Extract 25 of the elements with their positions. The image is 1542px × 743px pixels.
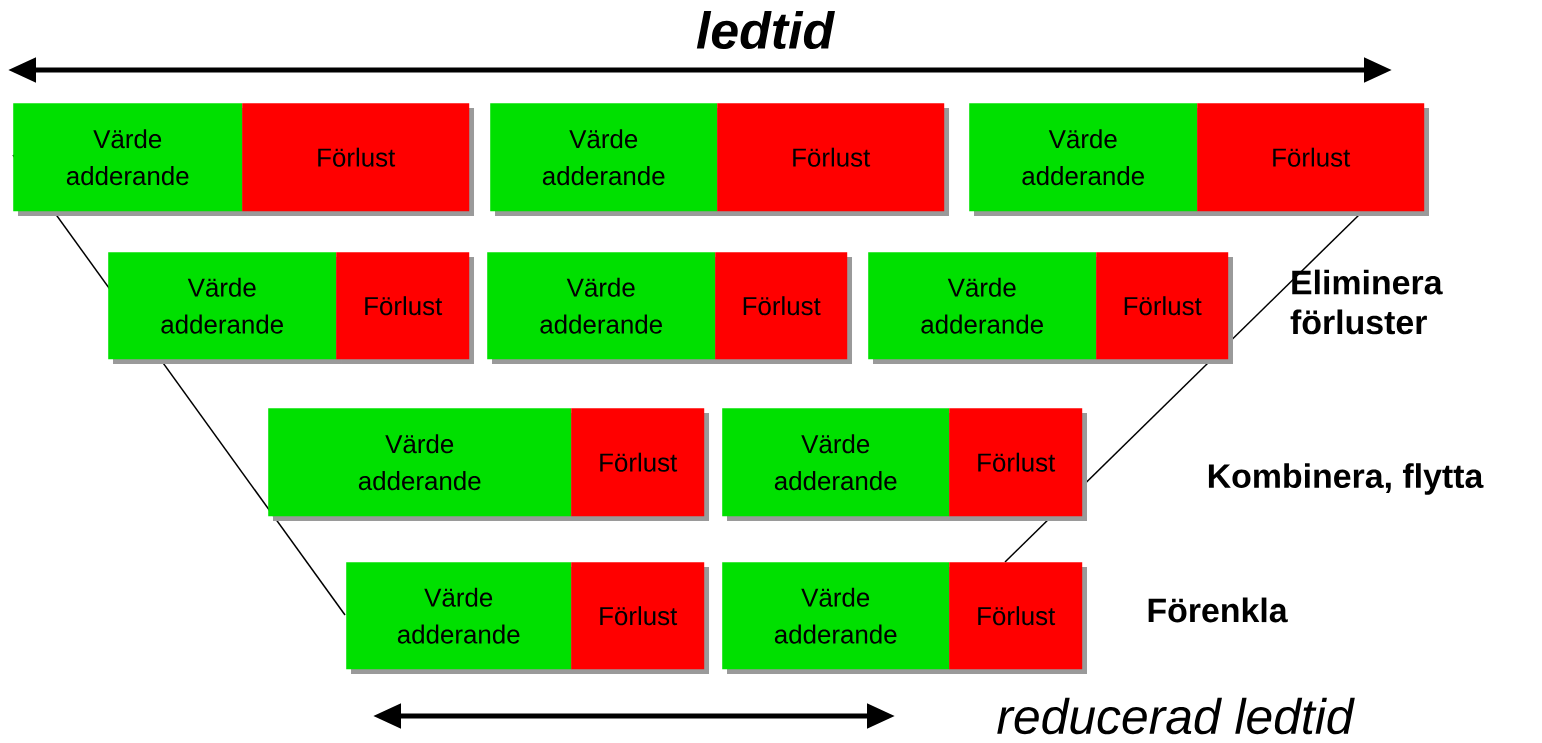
loss-box: Förlust — [949, 562, 1087, 674]
step-label: Kombinera, flytta — [1208, 463, 1484, 495]
value-box: Värde adderande — [268, 408, 576, 521]
value-box: Värde adderande — [868, 252, 1101, 364]
loss-box: Förlust — [1197, 103, 1429, 216]
step-label: Eliminera förluster — [1290, 269, 1443, 335]
value-box: Värde adderande — [346, 562, 576, 674]
step-label: Förenkla — [1148, 597, 1288, 623]
value-box: Värde adderande — [722, 408, 954, 521]
value-box: Värde adderande — [490, 103, 722, 216]
value-box: Värde adderande — [13, 103, 247, 216]
loss-box: Förlust — [571, 408, 709, 521]
loss-box: Förlust — [949, 408, 1087, 521]
caption-text: reducerad ledtid — [997, 697, 1355, 735]
loss-box: Förlust — [1096, 252, 1233, 364]
value-box: Värde adderande — [108, 252, 341, 364]
value-box: Värde adderande — [722, 562, 954, 674]
loss-box: Förlust — [336, 252, 474, 364]
loss-box: Förlust — [717, 103, 949, 216]
loss-box: Förlust — [571, 562, 709, 674]
loss-box: Förlust — [715, 252, 852, 364]
loss-box: Förlust — [242, 103, 474, 216]
value-box: Värde adderande — [969, 103, 1202, 216]
title-text: ledtid — [696, 10, 835, 50]
value-box: Värde adderande — [487, 252, 720, 364]
